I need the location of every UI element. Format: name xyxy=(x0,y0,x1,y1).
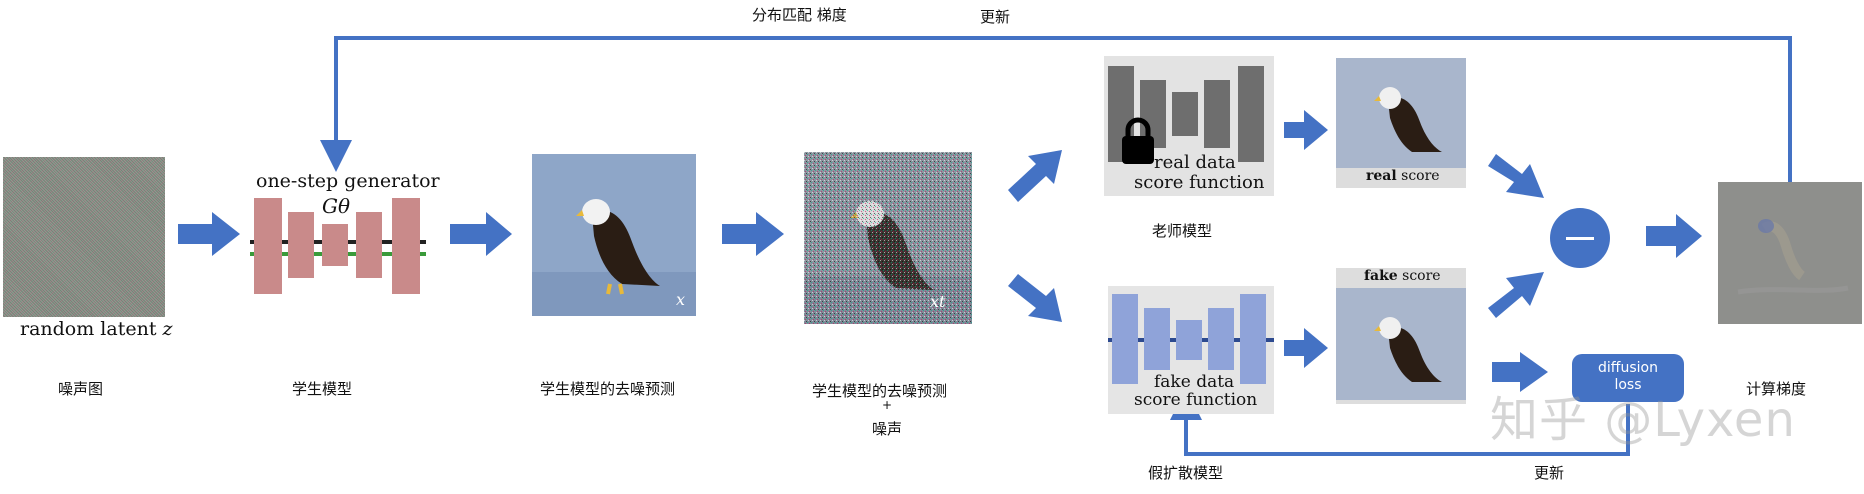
noise-caption-text: random latent xyxy=(20,318,157,340)
student-prediction-image xyxy=(532,154,696,316)
arrow-to-diffusion-loss xyxy=(1492,352,1548,392)
noisy-pred-var: xt xyxy=(930,292,946,311)
noisy-pred-label-2: 噪声 xyxy=(872,420,903,438)
arrow-pred-to-noisy xyxy=(722,212,784,256)
bottom-feedback-line xyxy=(1170,388,1630,456)
noise-label: 噪声图 xyxy=(58,380,104,398)
student-block-3 xyxy=(322,224,348,266)
random-noise-image xyxy=(3,157,165,317)
gradient-label: 计算梯度 xyxy=(1746,380,1807,398)
arrow-fake-to-fakescore xyxy=(1284,328,1328,368)
student-label: 学生模型 xyxy=(292,380,353,398)
real-score-image: real score xyxy=(1336,58,1466,188)
noisy-pred-plus: + xyxy=(882,398,893,412)
arrow-fakescore-to-minus xyxy=(1488,272,1544,318)
fake-score-caption: fake score xyxy=(1364,268,1441,284)
student-unet-diagram xyxy=(250,198,426,294)
update-top-label: 更新 xyxy=(980,8,1011,26)
eagle-beak xyxy=(576,210,584,216)
fake-text-1: fake data xyxy=(1154,372,1235,392)
student-symbol: Gθ xyxy=(322,194,351,218)
gradient-image xyxy=(1718,182,1862,324)
student-pred-label: 学生模型的去噪预测 xyxy=(540,380,676,398)
noise-var: z xyxy=(162,318,173,340)
student-block-1 xyxy=(254,198,282,294)
fake-block-4 xyxy=(1208,308,1234,370)
fake-block-3 xyxy=(1176,320,1202,360)
noise-caption: random latent z xyxy=(20,318,173,340)
fake-score-box: fake data score function xyxy=(1108,286,1274,414)
eagle-head xyxy=(582,199,610,225)
teacher-block-3 xyxy=(1172,92,1198,136)
arrow-minus-to-gradient xyxy=(1646,214,1702,258)
noisy-pred-label-1: 学生模型的去噪预测 xyxy=(812,382,948,400)
noisy-prediction-image xyxy=(804,152,972,324)
arrow-noise-to-student xyxy=(178,212,240,256)
student-block-5 xyxy=(392,198,420,294)
teacher-block-4 xyxy=(1204,80,1230,148)
teacher-label: 老师模型 xyxy=(1152,222,1213,240)
fake-block-2 xyxy=(1144,308,1170,370)
arrow-teacher-to-real xyxy=(1284,110,1328,150)
student-block-2 xyxy=(288,212,314,278)
watermark: 知乎 @Lyxen xyxy=(1490,392,1796,448)
fake-score-bold: fake xyxy=(1364,268,1398,284)
fake-label: 假扩散模型 xyxy=(1148,464,1224,482)
diffusion-loss-box: diffusion loss xyxy=(1572,354,1684,402)
real-score-rest: score xyxy=(1401,168,1440,184)
top-feedback-line xyxy=(320,36,1792,182)
diffusion-loss-line2: loss xyxy=(1614,377,1642,393)
real-score-bold: real xyxy=(1366,168,1397,184)
update-bottom-label: 更新 xyxy=(1534,464,1565,482)
fake-score-rest: score xyxy=(1402,268,1441,284)
student-pred-var: x xyxy=(676,290,686,309)
diffusion-loss-line1: diffusion xyxy=(1598,360,1658,376)
student-block-4 xyxy=(356,212,382,278)
real-score-caption: real score xyxy=(1366,168,1440,184)
arrow-to-fake xyxy=(1008,274,1062,322)
fake-block-1 xyxy=(1112,294,1138,384)
arrow-real-to-minus xyxy=(1488,154,1544,198)
teacher-text-1: real data xyxy=(1154,152,1236,173)
fake-score-image: fake score xyxy=(1336,268,1466,404)
distribution-matching-label: 分布匹配 梯度 xyxy=(752,6,847,24)
arrow-to-teacher xyxy=(1008,150,1062,202)
student-title: one-step generator xyxy=(256,170,440,192)
fake-text-2: score function xyxy=(1134,390,1258,410)
minus-operator-icon xyxy=(1550,208,1610,268)
teacher-block-5 xyxy=(1238,66,1264,162)
teacher-text-2: score function xyxy=(1134,172,1265,193)
eagle-body xyxy=(592,210,660,286)
fake-block-5 xyxy=(1240,294,1266,384)
lock-icon xyxy=(1122,117,1154,164)
arrow-student-to-pred xyxy=(450,212,512,256)
teacher-score-box: real data score function xyxy=(1104,56,1274,196)
